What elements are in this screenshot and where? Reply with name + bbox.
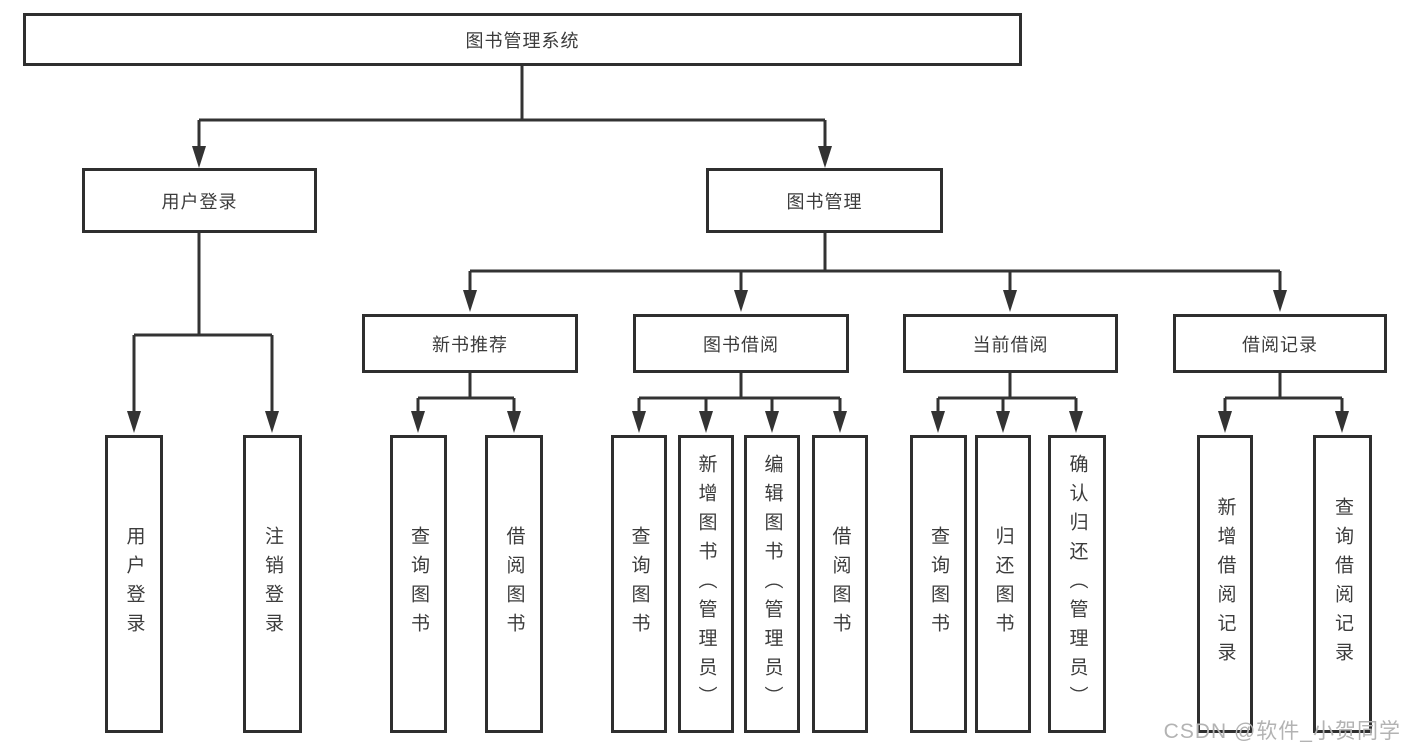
leaf-query-borrow-record: 查询借阅记录 xyxy=(1313,435,1372,733)
edge-borrow-record-to-leaves xyxy=(1218,373,1349,433)
node-label: 图书借阅 xyxy=(703,334,779,355)
leaf-return-books: 归还图书 xyxy=(975,435,1031,733)
leaf-edit-books-admin: 编辑图书（管理员） xyxy=(744,435,800,733)
leaf-user-login: 用户登录 xyxy=(105,435,163,733)
leaf-add-books-admin: 新增图书（管理员） xyxy=(678,435,734,733)
node-label: 借阅图书 xyxy=(503,526,525,642)
node-label: 归还图书 xyxy=(992,526,1014,642)
leaf-borrow-books-2: 借阅图书 xyxy=(812,435,868,733)
node-label: 借阅图书 xyxy=(829,526,851,642)
edge-new-book-recommend-to-leaves xyxy=(411,373,521,433)
node-label: 用户登录 xyxy=(123,526,145,642)
node-label: 编辑图书（管理员） xyxy=(761,453,783,715)
node-label: 当前借阅 xyxy=(972,334,1049,355)
leaf-query-books-1: 查询图书 xyxy=(390,435,447,733)
node-label: 查询图书 xyxy=(628,526,650,642)
leaf-confirm-return-admin: 确认归还（管理员） xyxy=(1048,435,1106,733)
csdn-watermark: CSDN @软件_小贺同学 xyxy=(1163,720,1401,743)
node-label: 新增图书（管理员） xyxy=(695,453,717,715)
edge-book-borrow-to-leaves xyxy=(632,373,847,433)
node-label: 查询图书 xyxy=(928,526,949,642)
leaf-add-borrow-record: 新增借阅记录 xyxy=(1197,435,1253,733)
edge-current-borrow-to-leaves xyxy=(931,373,1083,433)
edge-root-to-level2 xyxy=(192,66,832,168)
leaf-query-books-2: 查询图书 xyxy=(611,435,667,733)
node-label: 确认归还（管理员） xyxy=(1066,453,1088,715)
node-label: 新书推荐 xyxy=(432,334,508,355)
leaf-borrow-books-1: 借阅图书 xyxy=(485,435,543,733)
node-label: 查询图书 xyxy=(408,526,429,642)
node-root-library-system: 图书管理系统 xyxy=(23,13,1022,66)
node-label: 用户登录 xyxy=(161,191,238,212)
node-borrow-record: 借阅记录 xyxy=(1173,314,1387,373)
edge-user-login-to-leaves xyxy=(127,233,279,433)
leaf-logout: 注销登录 xyxy=(243,435,302,733)
node-label: 注销登录 xyxy=(262,526,283,642)
node-book-borrow: 图书借阅 xyxy=(633,314,849,373)
node-new-book-recommend: 新书推荐 xyxy=(362,314,578,373)
edge-book-management-to-level3 xyxy=(463,233,1287,312)
node-book-management: 图书管理 xyxy=(706,168,943,233)
node-current-borrow: 当前借阅 xyxy=(903,314,1118,373)
node-label: 借阅记录 xyxy=(1242,334,1318,355)
node-user-login: 用户登录 xyxy=(82,168,317,233)
node-label: 图书管理 xyxy=(786,191,863,212)
leaf-query-books-3: 查询图书 xyxy=(910,435,967,733)
node-label: 图书管理系统 xyxy=(465,30,580,51)
node-label: 新增借阅记录 xyxy=(1214,497,1236,671)
node-label: 查询借阅记录 xyxy=(1332,497,1353,671)
